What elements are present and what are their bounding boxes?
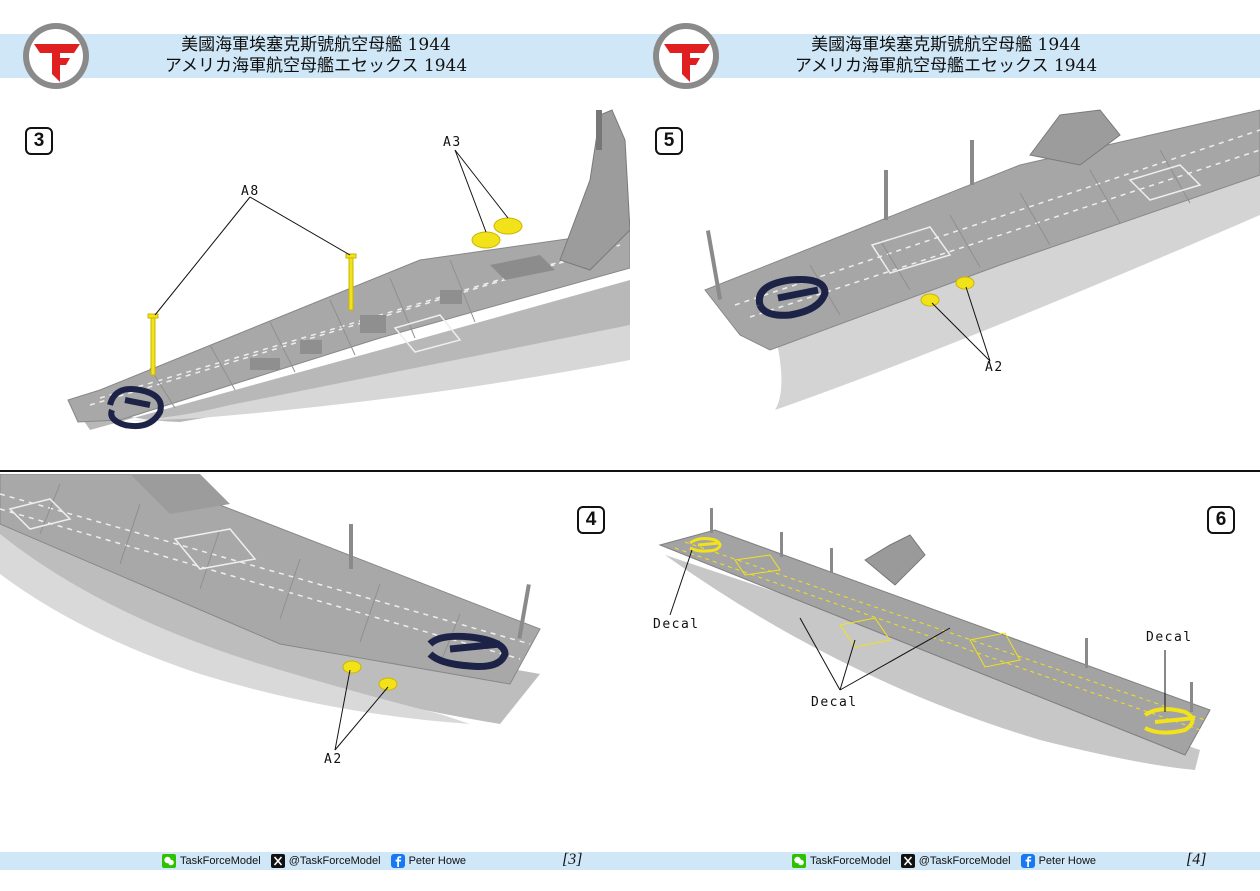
title-chinese: 美國海軍埃塞克斯號航空母艦 1944 xyxy=(811,35,1081,55)
footer-band xyxy=(0,852,1260,870)
callout-a3: A3 xyxy=(443,135,462,150)
x-icon xyxy=(900,854,915,868)
page-title-right: 美國海軍埃塞克斯號航空母艦 1944 アメリカ海軍航空母艦エセックス 1944 xyxy=(716,35,1176,77)
wechat-icon xyxy=(162,854,176,868)
step-number-4: 4 xyxy=(577,506,605,534)
social-x: @TaskForceModel xyxy=(900,854,1011,868)
page-number-right: [4] xyxy=(1186,851,1207,868)
title-japanese: アメリカ海軍航空母艦エセックス 1944 xyxy=(794,56,1098,76)
page-number-left: [3] xyxy=(562,851,583,868)
callout-decal: Decal xyxy=(1146,630,1193,645)
callout-decal: Decal xyxy=(811,695,858,710)
step-number-6: 6 xyxy=(1207,506,1235,534)
callout-a2: A2 xyxy=(985,360,1004,375)
step-number-5: 5 xyxy=(655,127,683,155)
x-icon xyxy=(270,854,285,868)
social-x: @TaskForceModel xyxy=(270,854,381,868)
step5-ship-illustration xyxy=(704,109,1260,410)
footer-social-right: TaskForceModel @TaskForceModel Peter How… xyxy=(792,852,1106,870)
facebook-icon xyxy=(1020,854,1035,868)
title-chinese: 美國海軍埃塞克斯號航空母艦 1944 xyxy=(181,35,451,55)
social-wechat: TaskForceModel xyxy=(162,854,261,868)
step4-ship-illustration xyxy=(0,474,541,751)
footer-social-left: TaskForceModel @TaskForceModel Peter How… xyxy=(162,852,476,870)
wechat-icon xyxy=(792,854,806,868)
callout-a2: A2 xyxy=(324,752,343,767)
title-japanese: アメリカ海軍航空母艦エセックス 1944 xyxy=(164,56,468,76)
step-number-3: 3 xyxy=(25,127,53,155)
callout-decal: Decal xyxy=(653,617,700,632)
facebook-icon xyxy=(390,854,405,868)
social-facebook: Peter Howe xyxy=(390,854,466,868)
header-band xyxy=(0,34,1260,78)
section-divider xyxy=(0,470,1260,472)
step3-ship-illustration xyxy=(67,109,630,430)
taskforce-logo xyxy=(23,23,89,89)
taskforce-logo xyxy=(653,23,719,89)
callout-a8: A8 xyxy=(241,184,260,199)
step6-ship-illustration xyxy=(658,508,1211,770)
page-title-left: 美國海軍埃塞克斯號航空母艦 1944 アメリカ海軍航空母艦エセックス 1944 xyxy=(86,35,546,77)
social-wechat: TaskForceModel xyxy=(792,854,891,868)
social-facebook: Peter Howe xyxy=(1020,854,1096,868)
